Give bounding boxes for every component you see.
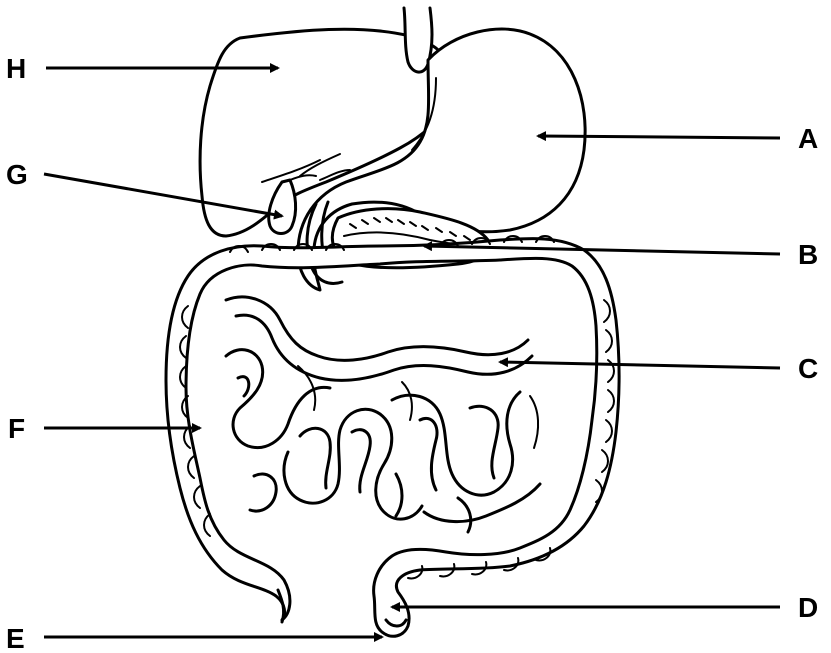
label-E: E <box>6 623 382 653</box>
label-text-G: G <box>6 159 28 190</box>
label-text-D: D <box>798 592 818 623</box>
leader-line-A <box>538 136 780 138</box>
label-text-E: E <box>6 623 25 653</box>
small-intestine <box>226 297 540 532</box>
label-text-H: H <box>6 53 26 84</box>
leader-line-C <box>500 362 780 368</box>
label-D: D <box>392 592 818 623</box>
label-text-B: B <box>798 239 818 270</box>
label-text-C: C <box>798 353 818 384</box>
label-text-F: F <box>8 413 25 444</box>
label-text-A: A <box>798 123 818 154</box>
label-C: C <box>500 353 818 384</box>
